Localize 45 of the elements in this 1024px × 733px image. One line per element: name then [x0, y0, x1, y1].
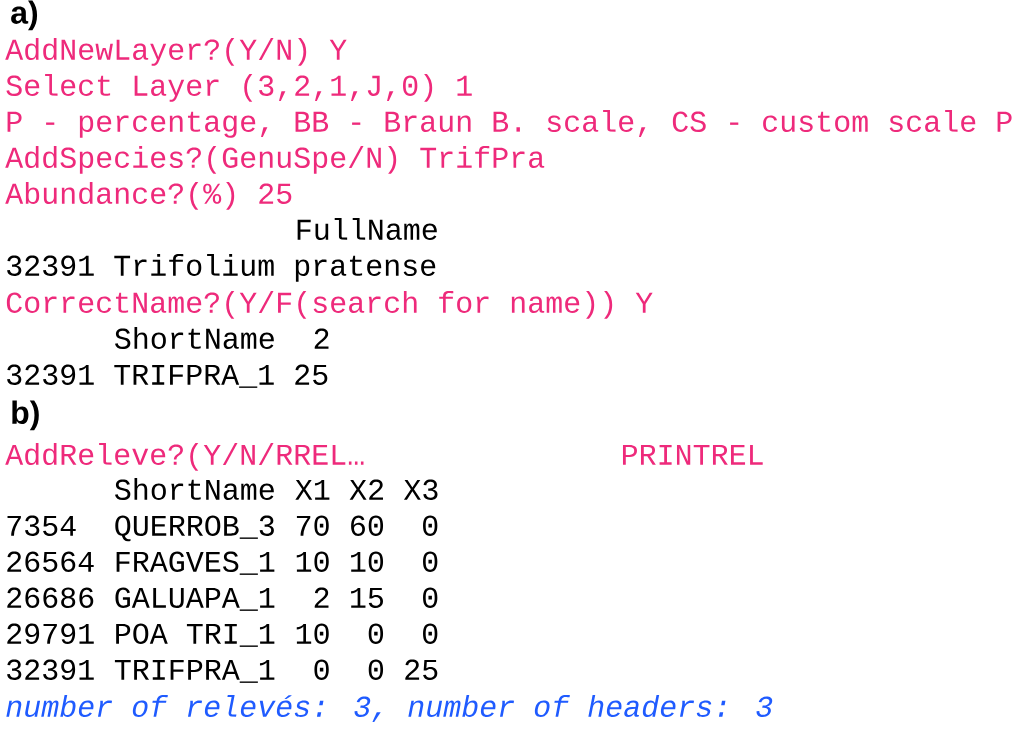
output-text: 32391 Trifolium pratense	[7, 253, 436, 282]
output-text: X3	[403, 479, 438, 500]
output-text: 32391	[7, 659, 94, 680]
output-text: POA TRI_1	[116, 623, 275, 647]
output-text: 25	[405, 659, 438, 680]
output-text: 29791	[7, 623, 94, 644]
output-text: FRAGVES_1	[116, 551, 275, 575]
output-text: 10	[351, 551, 384, 572]
output-text: 15	[351, 587, 383, 608]
output-text: 70	[296, 515, 329, 536]
output-text: 0	[423, 515, 438, 536]
prompt-text: AddReleve?(Y/N/RREL…	[5, 442, 364, 471]
prompt-text: PRINTREL	[623, 444, 763, 465]
prompt-text: CorrectName?(Y/F(search for name)) Y	[6, 290, 653, 319]
prompt-text: AddSpecies?(GenuSpe/N) TrifPra	[5, 145, 545, 174]
output-text: 0	[368, 659, 384, 680]
output-text: 7354	[7, 515, 76, 536]
output-text: 0	[423, 551, 438, 572]
output-text: X1	[295, 479, 330, 500]
output-text: 60	[351, 515, 384, 536]
output-text: 2	[314, 328, 329, 349]
output-text: TRIFPRA_1	[114, 659, 275, 683]
output-text: ShortName	[114, 477, 274, 500]
output-text: FullName	[297, 217, 437, 240]
panel-label: a)	[11, 0, 38, 31]
output-text: 10	[296, 623, 329, 644]
output-text: GALUAPA_1	[115, 587, 275, 611]
summary-text: number of relevés: 3, number of headers: 3	[6, 694, 773, 722]
output-text: 0	[423, 587, 438, 608]
prompt-text: Select Layer (3,2,1,J,0) 1	[6, 73, 472, 102]
output-text: 2	[314, 587, 329, 608]
prompt-text: P - percentage, BB - Braun B. scale, CS - custom scale P	[7, 109, 1012, 138]
prompt-text: Abundance?(%) 25	[5, 181, 292, 210]
output-text: 0	[314, 659, 329, 680]
output-text: 26686	[7, 587, 94, 608]
output-text: 26564	[7, 551, 94, 572]
output-text: 0	[423, 623, 438, 644]
output-text: 32391 TRIFPRA_1 25	[7, 364, 328, 388]
output-text: ShortName	[114, 326, 274, 349]
prompt-text: AddNewLayer?(Y/N) Y	[5, 37, 347, 66]
output-text: QUERROB_3	[115, 515, 274, 542]
panel-label: b)	[12, 400, 39, 431]
output-text: 10	[296, 551, 329, 572]
output-text: X2	[349, 479, 383, 500]
output-text: 0	[368, 623, 384, 644]
